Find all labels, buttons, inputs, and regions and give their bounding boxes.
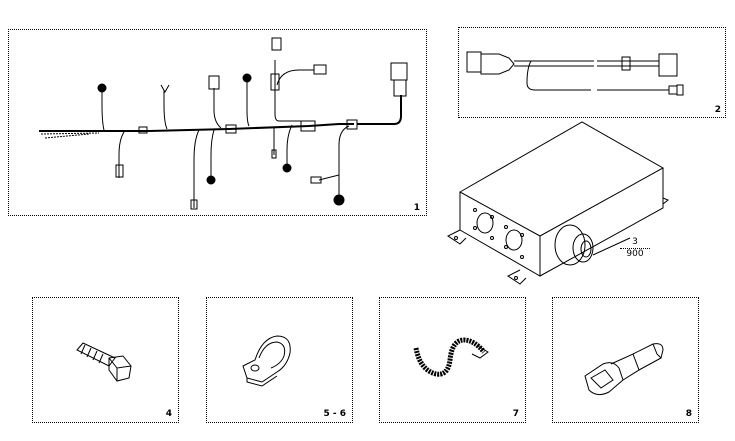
part-label-5-6: 5 - 6 [323,409,346,419]
part-panel-harness: 1 [8,29,427,216]
part-label-7: 7 [512,409,519,419]
harness-drawing [9,30,428,217]
part-panel-adapter-cable: 2 [458,27,726,118]
part-control-unit: 3 900 [440,120,690,290]
part-label-3-sub: 900 [626,249,644,259]
control-unit-drawing [440,120,690,290]
part-label-3: 3 900 [620,237,650,260]
part-panel-clamp: 5 - 6 [206,297,353,423]
part-label-3-number: 3 [620,237,650,249]
part-panel-bolt: 4 [32,297,179,423]
connector-drawing [553,298,700,424]
part-label-8: 8 [685,409,692,419]
part-label-1: 1 [413,203,420,213]
adapter-cable-drawing [459,28,727,119]
part-label-4: 4 [165,409,172,419]
bolt-drawing [33,298,180,424]
clamp-drawing [207,298,354,424]
part-label-2: 2 [714,105,721,115]
cable-tie-drawing [380,298,527,424]
part-panel-cable-tie: 7 [379,297,526,423]
part-panel-connector: 8 [552,297,699,423]
